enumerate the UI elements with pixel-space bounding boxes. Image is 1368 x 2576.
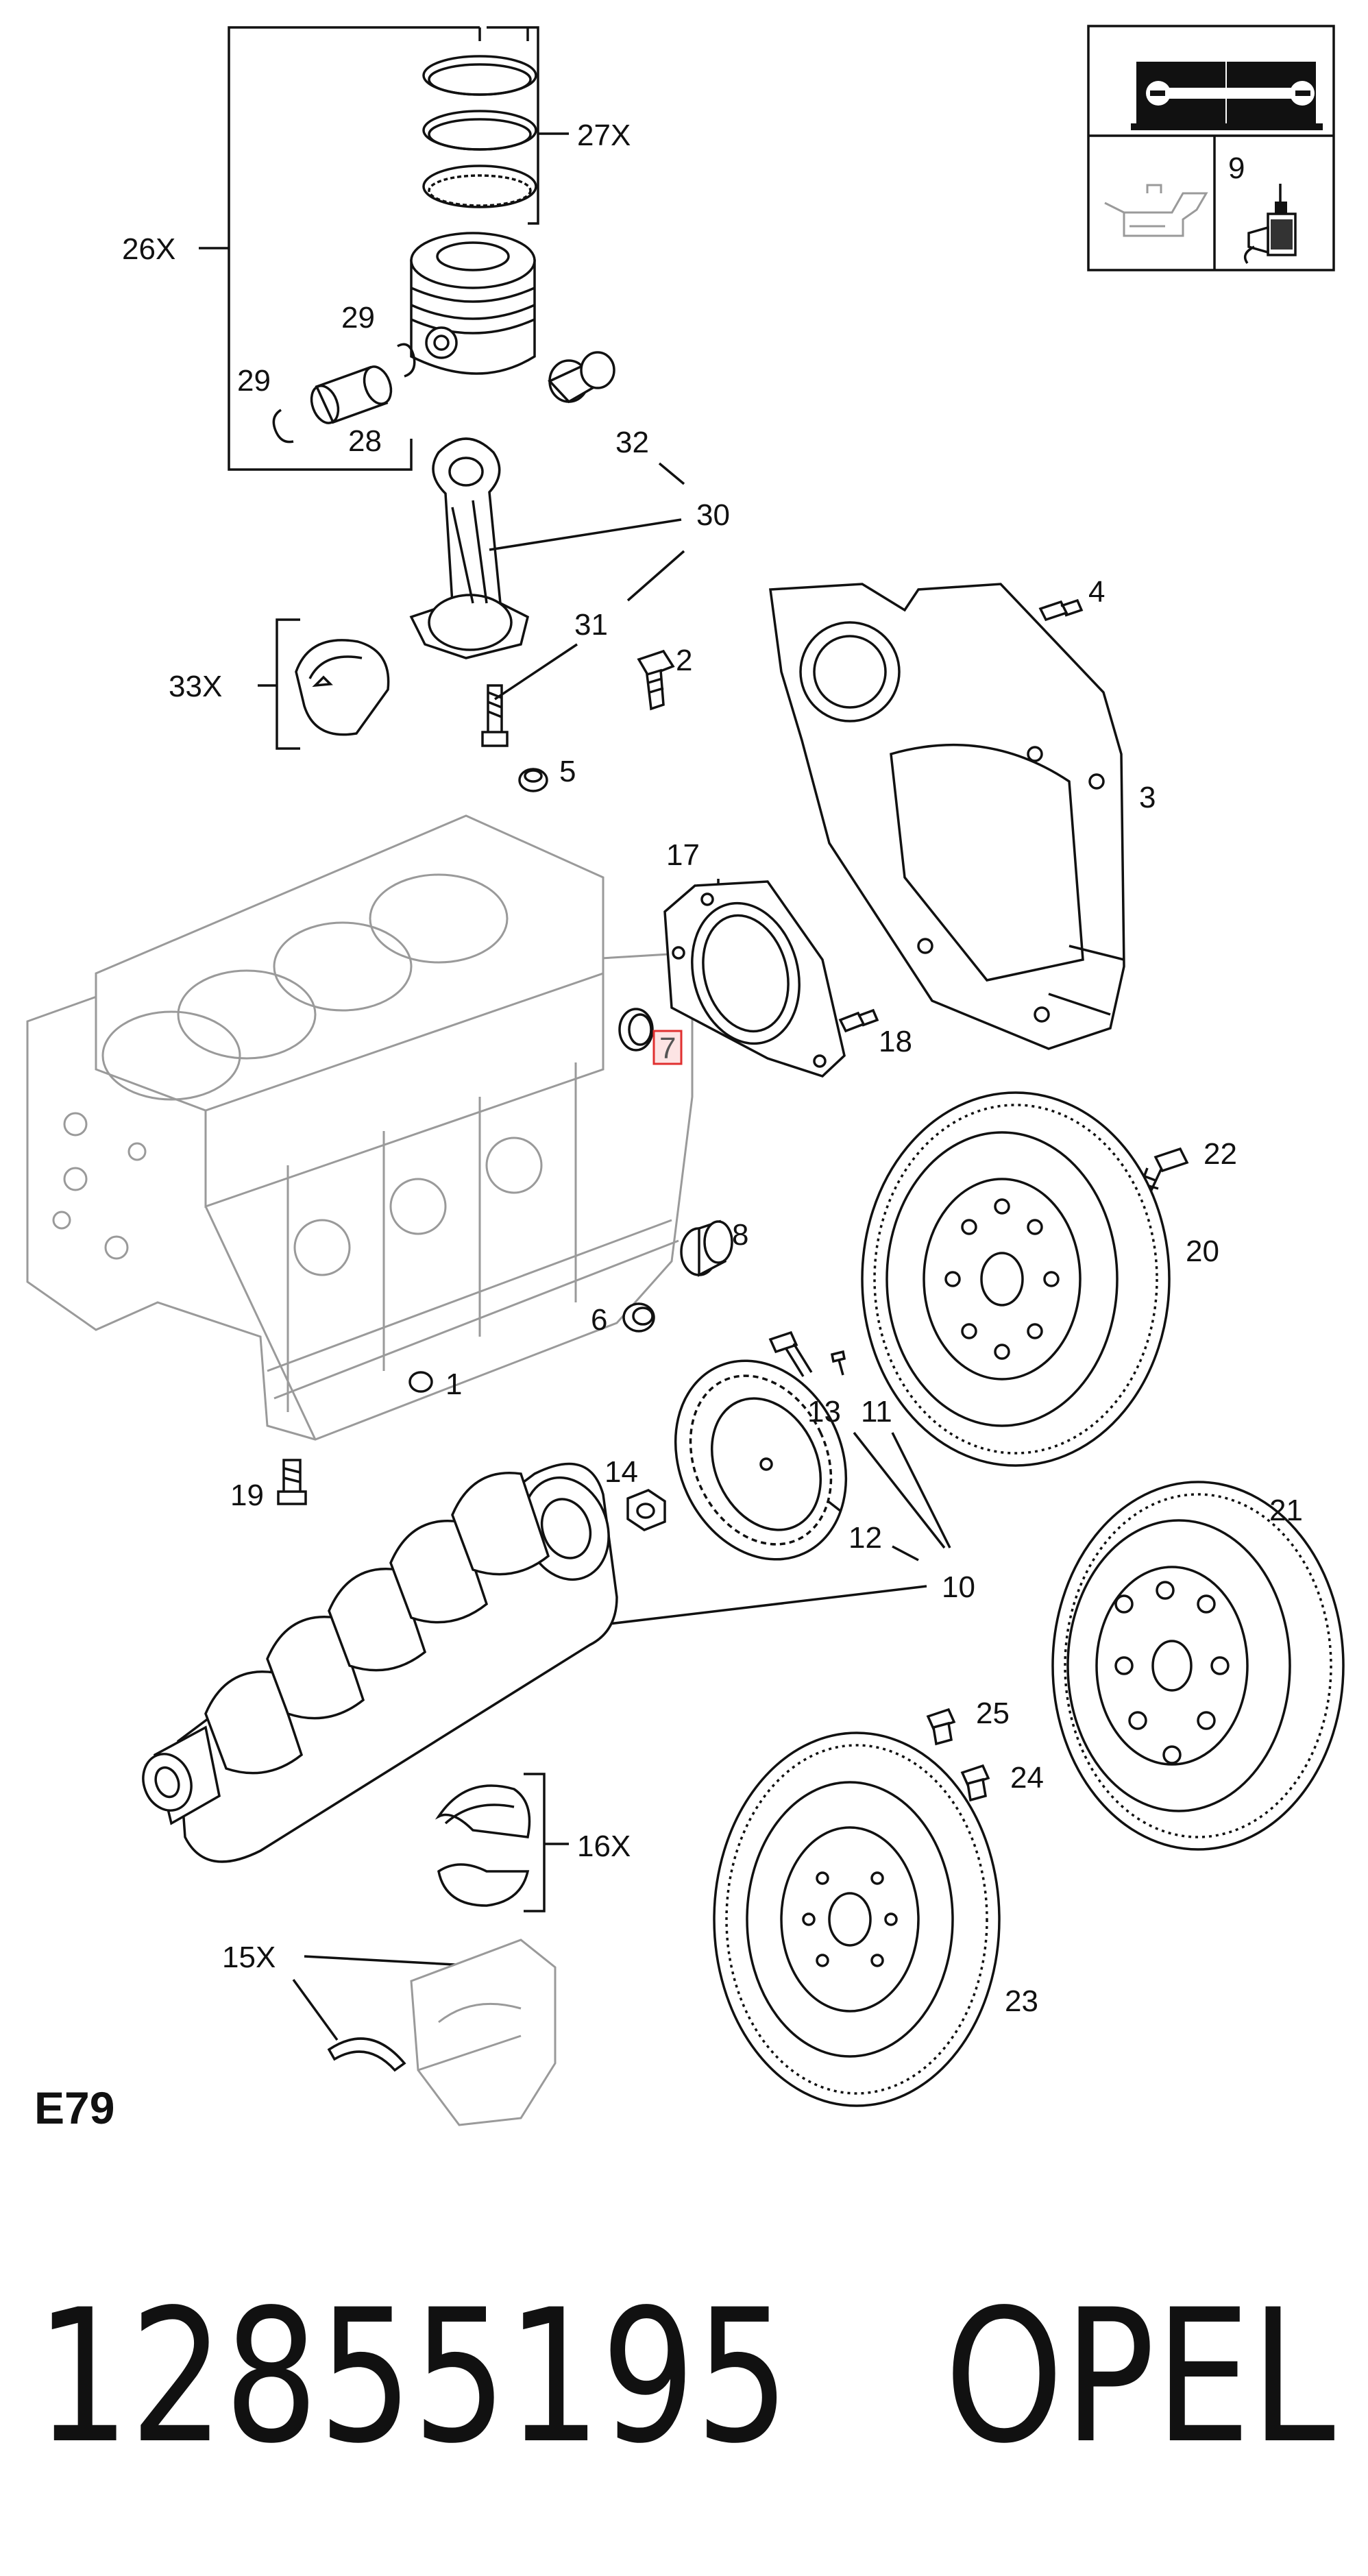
- bolt-22: 22: [1137, 1137, 1237, 1191]
- flywheel-20: 20: [861, 1091, 1219, 1467]
- brand-name: OPEL: [944, 2270, 1336, 2484]
- section-code: E79: [34, 2082, 114, 2133]
- seal-7[interactable]: 7: [618, 1008, 683, 1065]
- callout-19: 19: [230, 1479, 264, 1512]
- flywheel-21: 21: [1051, 1481, 1345, 1851]
- callout-22: 22: [1204, 1137, 1237, 1171]
- seal-6: 6: [591, 1302, 655, 1337]
- callout-31: 31: [574, 608, 608, 642]
- dowel-1: 1: [408, 1368, 462, 1401]
- callout-2: 2: [676, 644, 692, 677]
- callout-4: 4: [1088, 575, 1105, 609]
- con-rod-bolt: 31: [481, 550, 685, 747]
- bolt-24: 24: [960, 1761, 1044, 1802]
- callout-20: 20: [1186, 1235, 1219, 1268]
- piston-group-bracket: 26X: [122, 26, 481, 471]
- callout-1: 1: [445, 1368, 462, 1401]
- engine-block: [26, 814, 694, 1441]
- callout-14: 14: [604, 1455, 638, 1489]
- dowel-5: 5: [518, 755, 576, 792]
- bolt-2: 2: [637, 644, 692, 711]
- circlip-right: 29: [341, 301, 416, 378]
- flywheel-23: 23: [713, 1731, 1038, 2107]
- callout-15x: 15X: [222, 1941, 276, 1974]
- callout-16x: 16X: [577, 1830, 631, 1863]
- callout-28: 28: [348, 424, 382, 458]
- crankshaft: [142, 1462, 618, 1863]
- legend-box: 9: [1087, 25, 1335, 271]
- callout-29-right: 29: [341, 301, 375, 335]
- callout-5: 5: [559, 755, 576, 788]
- small-end-bush: 32: [548, 351, 685, 485]
- callout-10: 10: [942, 1570, 975, 1604]
- nut-14: 14: [604, 1455, 666, 1531]
- callout-32: 32: [615, 426, 649, 459]
- callout-7: 7: [659, 1032, 676, 1065]
- bolt-4: 4: [1038, 575, 1105, 622]
- main-bearing-cap: [410, 1939, 557, 2126]
- main-bearing: 16X: [435, 1773, 631, 1912]
- callout-13: 13: [807, 1395, 841, 1429]
- rear-seal-housing: 17: [663, 838, 846, 1078]
- callout-11: 11: [861, 1395, 892, 1429]
- callout-23: 23: [1005, 1984, 1038, 2018]
- bolt-25: 25: [926, 1697, 1010, 1746]
- callout-8: 8: [732, 1218, 748, 1252]
- piston-pin: 28: [310, 365, 393, 458]
- callout-29-left: 29: [237, 364, 271, 398]
- callout-12: 12: [848, 1521, 882, 1555]
- callout-18: 18: [879, 1025, 912, 1058]
- oil-can-icon: [1104, 184, 1208, 237]
- circlip-left: 29: [237, 364, 294, 443]
- callout-21: 21: [1269, 1494, 1303, 1527]
- manual-tool-icon: [1131, 62, 1323, 130]
- pin-11: 11: [830, 1350, 892, 1429]
- connecting-rod: 30: [409, 437, 730, 659]
- part-number: 12855195: [36, 2270, 790, 2484]
- callout-3: 3: [1139, 781, 1156, 814]
- callout-24: 24: [1010, 1761, 1044, 1795]
- callout-17: 17: [666, 838, 700, 872]
- callout-9: 9: [1228, 151, 1245, 185]
- callout-27x: 27X: [577, 119, 631, 152]
- bush-8: 8: [680, 1218, 748, 1277]
- reluctor-ring: 12: [674, 1359, 882, 1561]
- bolt-18: 18: [838, 1008, 912, 1058]
- con-rod-bearing: 33X: [169, 618, 390, 750]
- callout-6: 6: [591, 1303, 607, 1337]
- piston: [410, 232, 536, 375]
- adapter-plate: 3: [769, 583, 1156, 1050]
- piston-rings: 27X: [422, 26, 631, 225]
- highlight-box-7: [652, 1030, 683, 1065]
- sealant-tube-icon: [1243, 184, 1297, 265]
- callout-30: 30: [696, 498, 730, 532]
- callout-33x: 33X: [169, 670, 222, 703]
- callout-26x: 26X: [122, 232, 175, 266]
- bolt-19: 19: [230, 1459, 307, 1512]
- callout-25: 25: [976, 1697, 1010, 1730]
- bolt-13: 13: [768, 1330, 841, 1429]
- crankshaft-leaders: 10: [602, 1431, 975, 1626]
